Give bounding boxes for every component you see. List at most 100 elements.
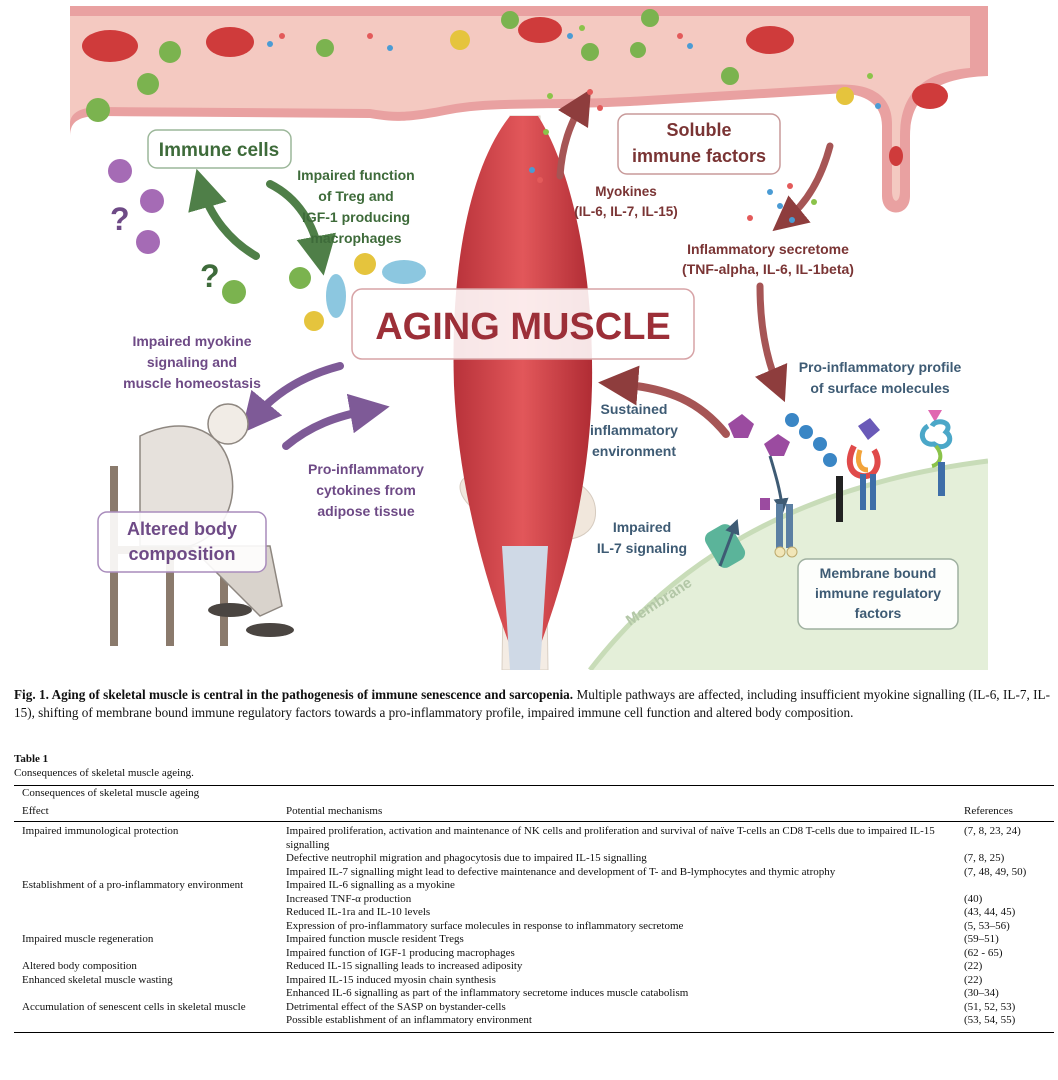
references-cell: (22) [964,960,983,972]
mechanism-cell: Reduced IL-15 signalling leads to increa… [286,960,523,972]
effect-cell [14,866,278,880]
svg-text:Impaired: Impaired [613,519,671,535]
svg-text:Altered body: Altered body [127,519,237,539]
immune-cell [641,9,659,27]
mechanism-cell: Impaired function muscle resident Tregs [286,933,464,945]
table-row: Possible establishment of an inflammator… [14,1014,1054,1033]
red-blood-cell [746,26,794,54]
mechanisms-column-header: Potential mechanisms [278,803,956,822]
sustained-environment-label: Sustained inflammatory environment [590,401,678,459]
effect-cell [14,893,278,907]
svg-text:Membrane bound: Membrane bound [820,565,937,581]
svg-text:IL-7 signaling: IL-7 signaling [597,540,687,556]
figure-illustration: Membrane AGING MUSCLE Immune cells Solub… [70,6,988,670]
references-cell [956,879,1054,893]
myokines-label: Myokines (IL-6, IL-7, IL-15) [574,184,678,219]
red-blood-cell [518,17,562,43]
consequences-table: Consequences of skeletal muscle ageing E… [14,785,1054,1033]
effect-cell [14,987,278,1001]
svg-text:Impaired function: Impaired function [297,167,414,183]
mechanism-cell: Impaired IL-7 signalling might lead to d… [286,865,836,878]
svg-text:factors: factors [855,605,902,621]
immune-cell [450,30,470,50]
effect-cell [14,1014,278,1033]
references-cell: (30–34) [964,987,999,999]
mechanism-cell: Impaired proliferation, activation and m… [286,825,935,851]
table-row: Enhanced skeletal muscle wasting Impaire… [14,974,1054,988]
red-blood-cell [206,27,254,57]
effect-cell [14,906,278,920]
svg-text:of surface molecules: of surface molecules [810,380,949,396]
pro-inflammatory-profile-label: Pro-inflammatory profile of surface mole… [799,359,962,396]
blood-vessel [70,6,988,213]
svg-text:adipose tissue: adipose tissue [317,503,414,519]
svg-text:Soluble: Soluble [666,120,731,140]
myokine-signaling-label: Impaired myokine signaling and muscle ho… [123,333,261,391]
svg-text:inflammatory: inflammatory [590,422,678,438]
svg-text:Sustained: Sustained [601,401,668,417]
table-caption: Consequences of skeletal muscle ageing. [14,767,194,779]
adipose-label: Pro-inflammatory cytokines from adipose … [308,461,424,519]
table-row: Increased TNF-α production (40) [14,893,1054,907]
table-row: Establishment of a pro-inflammatory envi… [14,879,1054,893]
mechanism-cell: Defective neutrophil migration and phago… [286,852,647,864]
table-row: Impaired IL-7 signalling might lead to d… [14,866,1054,880]
il7-label: Impaired IL-7 signaling [597,519,687,556]
immune-cell [86,98,110,122]
svg-text:immune regulatory: immune regulatory [815,585,941,601]
references-cell: (53, 54, 55) [956,1014,1054,1033]
red-blood-cell [912,83,948,109]
question-mark-icon: ? [200,258,220,294]
svg-text:composition: composition [129,544,236,564]
table-row: Impaired function of IGF-1 producing mac… [14,947,1054,961]
immune-cell [836,87,854,105]
mechanism-cell: Enhanced IL-6 signalling as part of the … [286,987,689,999]
svg-text:Pro-inflammatory: Pro-inflammatory [308,461,424,477]
immune-cell [316,39,334,57]
references-cell: (40) [964,892,983,905]
immune-cell [159,41,181,63]
svg-text:environment: environment [592,443,676,459]
effect-cell [14,852,278,866]
svg-text:signaling and: signaling and [147,354,237,370]
mechanism-cell: Impaired function of IGF-1 producing mac… [286,946,515,959]
references-cell: (7, 48, 49, 50) [964,865,1027,878]
mechanism-cell: Impaired IL-15 induced myosin chain synt… [286,973,496,986]
svg-text:Pro-inflammatory profile: Pro-inflammatory profile [799,359,962,375]
table-row: Altered body composition Reduced IL-15 s… [14,960,1054,974]
secreted-factors [529,89,817,223]
svg-text:cytokines from: cytokines from [316,482,416,498]
mechanism-cell: Reduced IL-1ra and IL-10 levels [286,906,431,918]
surface-receptors [704,410,953,568]
mechanism-cell: Expression of pro-inflammatory surface m… [286,919,684,932]
mechanism-cell: Impaired IL-6 signalling as a myokine [286,879,455,891]
effect-cell: Altered body composition [22,960,137,972]
arrow-down-green [266,180,336,276]
mechanism-cell: Detrimental effect of the SASP on bystan… [286,1000,506,1013]
immune-cells-box: Immune cells [147,129,292,169]
effect-cell: Impaired muscle regeneration [22,933,154,945]
references-cell: (7, 8, 23, 24) [964,825,1021,837]
svg-text:(IL-6, IL-7, IL-15): (IL-6, IL-7, IL-15) [574,204,678,219]
immune-cell [581,43,599,61]
arrow-sustained [598,365,730,438]
immune-cell [501,11,519,29]
svg-text:muscle homeostasis: muscle homeostasis [123,375,261,391]
svg-text:of Treg and: of Treg and [318,188,393,204]
immune-cell [630,42,646,58]
effect-cell: Enhanced skeletal muscle wasting [22,973,173,986]
references-cell: (51, 52, 53) [964,1000,1016,1013]
effect-cell: Impaired immunological protection [22,825,179,837]
table-row: Enhanced IL-6 signalling as part of the … [14,987,1054,1001]
secretome-label: Inflammatory secretome (TNF-alpha, IL-6,… [682,241,854,277]
table-row: Defective neutrophil migration and phago… [14,852,1054,866]
svg-text:Inflammatory secretome: Inflammatory secretome [687,241,849,257]
svg-text:Immune cells: Immune cells [159,140,279,161]
table-row: Impaired muscle regeneration Impaired fu… [14,933,1054,947]
effect-cell: Accumulation of senescent cells in skele… [22,1000,246,1013]
arrow-secretome [772,142,834,232]
immune-cell [721,67,739,85]
references-cell: (62 - 65) [964,946,1003,959]
mechanism-cell: Increased TNF-α production [286,892,412,905]
svg-text:immune factors: immune factors [632,146,766,166]
